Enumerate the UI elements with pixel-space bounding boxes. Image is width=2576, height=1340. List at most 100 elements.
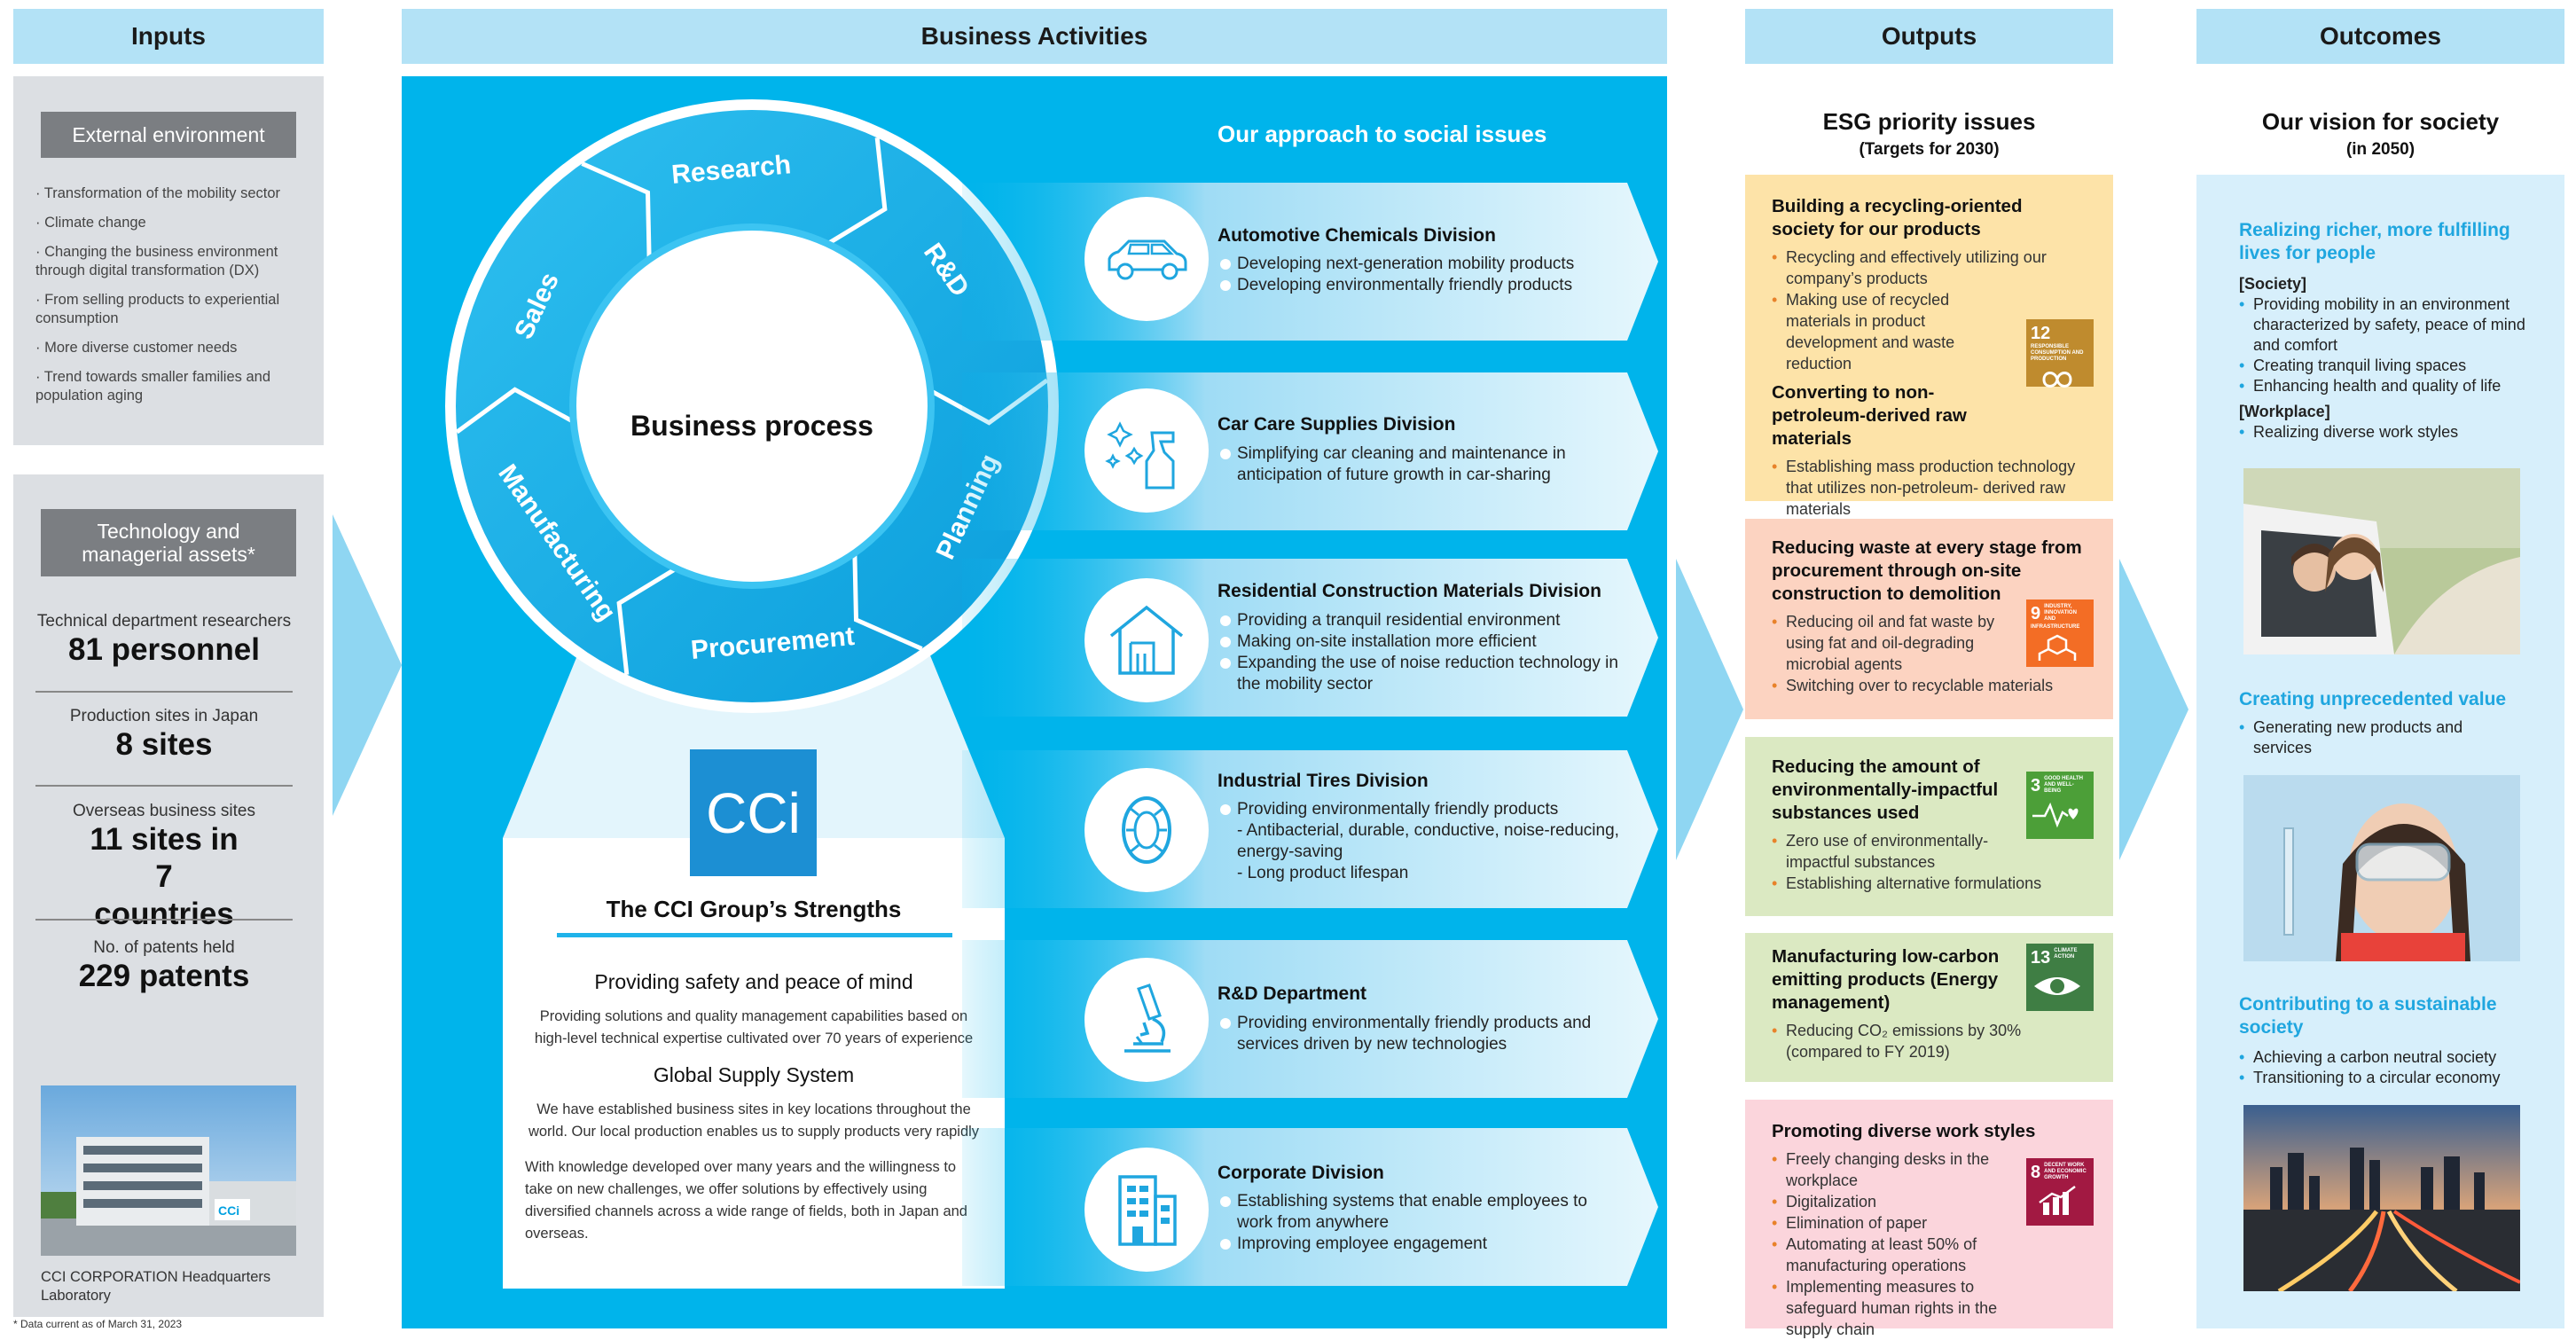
- sdg-number: 13: [2031, 948, 2051, 968]
- stat-value: 8 sites: [115, 727, 213, 762]
- sdg-number: 9: [2031, 604, 2041, 623]
- list-item: Providing environmentally friendly produ…: [1218, 1013, 1625, 1055]
- division-items: Providing environmentally friendly produ…: [1218, 799, 1625, 884]
- list-item: Establishing mass production technology …: [1772, 456, 2084, 520]
- list-item: Generating new products and services: [2239, 717, 2505, 758]
- growth-chart-icon: [2039, 1186, 2076, 1215]
- outcomes-title: Our vision for society: [2261, 108, 2500, 135]
- esg-box-content: Building a recycling-oriented society fo…: [1747, 195, 2109, 520]
- list-item: Achieving a carbon neutral society: [2239, 1047, 2532, 1068]
- sdg-label: INDUSTRY, INNOVATION AND INFRASTRUCTURE: [2031, 604, 2080, 630]
- esg-issue-items: Zero use of environmentally-impactful su…: [1772, 830, 2084, 894]
- stat-label: No. of patents held: [93, 938, 235, 957]
- division-title: Residential Construction Materials Divis…: [1218, 581, 1601, 601]
- division-items: Establishing systems that enable employe…: [1218, 1191, 1617, 1255]
- outcomes-header: Outcomes: [2196, 9, 2564, 64]
- list-item: - Long product lifespan: [1237, 864, 1409, 882]
- division-title: Automotive Chemicals Division: [1218, 225, 1496, 246]
- outputs-title: ESG priority issues: [1822, 108, 2036, 135]
- list-item: · From selling products to experiential …: [35, 292, 280, 326]
- divider: [35, 691, 293, 693]
- list-item: Creating tranquil living spaces: [2239, 356, 2532, 376]
- stat-value: 11 sites in 7 countries: [90, 822, 239, 931]
- microscope-icon: [1124, 983, 1171, 1053]
- strengths-underline: [557, 933, 952, 937]
- esg-box-content: Promoting diverse work styles Freely cha…: [1747, 1120, 2109, 1340]
- strengths-card: [503, 838, 1005, 1289]
- list-item: Making use of recycled materials in prod…: [1772, 289, 2011, 374]
- approach-title: Our approach to social issues: [1218, 121, 1547, 147]
- stat-patents: No. of patents held 229 patents: [35, 938, 293, 995]
- sdg-label: GOOD HEALTH AND WELL-BEING: [2044, 776, 2084, 794]
- flow-arrow: [333, 514, 402, 816]
- cci-logo-text: CCi: [706, 780, 801, 845]
- eye-earth-icon: [2034, 977, 2080, 995]
- divider: [35, 919, 293, 921]
- esg-box-content: Manufacturing low-carbon emitting produc…: [1747, 945, 2109, 1062]
- esg-issue-items: Reducing oil and fat waste by using fat …: [1772, 611, 2084, 696]
- esg-issue-items: Reducing CO₂ emissions by 30% (compared …: [1772, 1020, 2084, 1062]
- stat-overseas-sites: Overseas business sites 11 sites in 7 cou…: [35, 802, 293, 933]
- headquarters-logo: CCi: [218, 1203, 239, 1218]
- city-highway-photo: [2243, 1105, 2520, 1291]
- family-car-photo: [2243, 468, 2520, 654]
- infinity-icon: [2042, 372, 2072, 388]
- list-item: Providing mobility in an environment cha…: [2239, 294, 2532, 356]
- list-item: Realizing diverse work styles: [2239, 422, 2532, 443]
- division-arrows: [962, 183, 1658, 1286]
- esg-issue-title: Manufacturing low-carbon emitting produc…: [1772, 946, 2000, 1013]
- wheel-divider: [826, 137, 888, 247]
- list-item: Zero use of environmentally-impactful su…: [1772, 830, 2011, 873]
- list-item: · Transformation of the mobility sector: [35, 185, 281, 201]
- list-item: Providing a tranquil residential environ…: [1218, 610, 1625, 631]
- esg-issue-title: Converting to non-petroleum-derived raw …: [1772, 382, 1967, 449]
- society-label: [Society]: [2239, 275, 2307, 293]
- list-item: Transitioning to a circular economy: [2239, 1068, 2532, 1088]
- divider: [35, 785, 293, 787]
- wheel-divider: [455, 387, 575, 435]
- esg-issue-items: Freely changing desks in the workplace D…: [1772, 1148, 2084, 1340]
- esg-box-content: Reducing waste at every stage from procu…: [1747, 537, 2109, 696]
- outcomes-subtitle: (in 2050): [2345, 140, 2415, 159]
- division-icon-circle: [1084, 958, 1209, 1082]
- division-items: Simplifying car cleaning and maintenance…: [1218, 443, 1599, 486]
- list-item: Reducing CO₂ emissions by 30% (compared …: [1772, 1020, 2084, 1062]
- division-icon-circle: [1084, 1148, 1209, 1272]
- wheel-divider: [581, 161, 652, 260]
- stat-value: 81 personnel: [68, 632, 260, 667]
- spray-bottle-icon: [1105, 421, 1175, 490]
- list-item: Developing environmentally friendly prod…: [1218, 275, 1625, 296]
- heartbeat-icon: [2032, 802, 2079, 828]
- division-title: R&D Department: [1218, 983, 1367, 1004]
- list-item: Expanding the use of noise reduction tec…: [1218, 653, 1625, 695]
- list-item: Establishing systems that enable employe…: [1218, 1191, 1617, 1234]
- esg-box-content: Reducing the amount of environmentally-i…: [1747, 756, 2109, 894]
- wheel-divider: [616, 566, 677, 675]
- division-icon-circle: [1084, 768, 1209, 892]
- technology-assets-label: Technology and managerial assets*: [41, 509, 296, 576]
- stat-value: 229 patents: [78, 959, 250, 993]
- vision-title: Contributing to a sustainable society: [2239, 994, 2497, 1038]
- list-item: Switching over to recyclable materials: [1772, 675, 2084, 696]
- flow-arrow: [2119, 559, 2188, 860]
- division-title: Corporate Division: [1218, 1163, 1384, 1183]
- division-icon-circle: [1084, 197, 1209, 321]
- vision-sustainable: Achieving a carbon neutral society Trans…: [2239, 1047, 2532, 1088]
- list-item: Automating at least 50% of manufacturing…: [1772, 1234, 2020, 1276]
- strength-2-text: We have established business sites in ke…: [528, 1101, 980, 1140]
- vision-society: [Society] Providing mobility in an envir…: [2239, 274, 2532, 443]
- division-items: Developing next-generation mobility prod…: [1218, 254, 1625, 296]
- sdg-label: RESPONSIBLE CONSUMPTION AND PRODUCTION: [2031, 344, 2084, 362]
- sdg-label: CLIMATE ACTION: [2054, 948, 2078, 960]
- wheel-divider: [852, 552, 923, 651]
- stat-label: Overseas business sites: [73, 802, 255, 820]
- division-title: Industrial Tires Division: [1218, 771, 1429, 791]
- vision-title: Realizing richer, more fulfilling lives …: [2239, 220, 2510, 263]
- list-item: Implementing measures to safeguard human…: [1772, 1276, 2038, 1340]
- list-item: · Climate change: [35, 215, 146, 231]
- list-item: Digitalization: [1772, 1191, 2084, 1212]
